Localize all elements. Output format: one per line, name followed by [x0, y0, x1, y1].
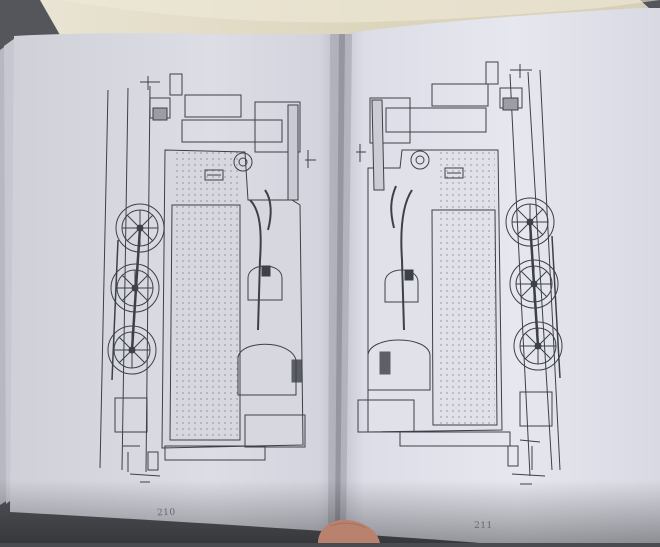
- right-page-number: 211: [473, 520, 493, 532]
- page-caption: [18, 296, 68, 456]
- left-locomotive-drawing: [99, 73, 316, 483]
- left-page-number: 210: [156, 507, 176, 519]
- right-locomotive-drawing: [356, 61, 563, 485]
- thumb: [318, 519, 380, 543]
